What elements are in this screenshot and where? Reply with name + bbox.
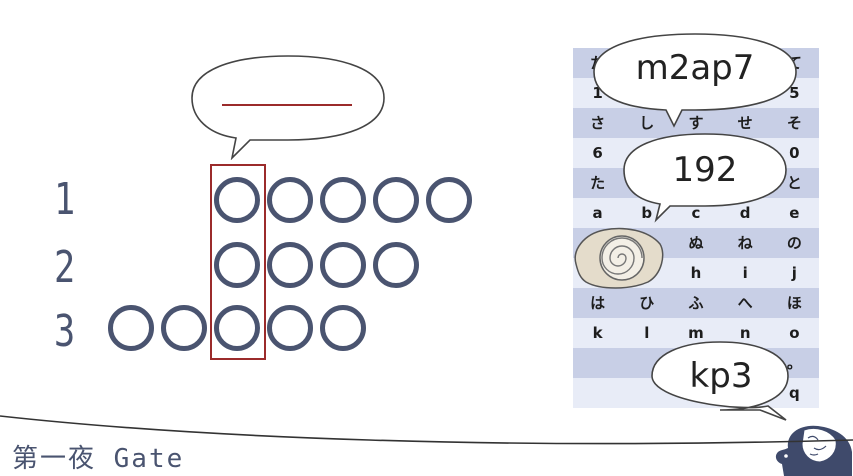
grid-cell: ね — [737, 234, 753, 252]
row-label-2: 2 — [54, 242, 76, 293]
answer-circle-row2-3[interactable] — [320, 242, 366, 288]
grid-cell: k — [592, 324, 603, 342]
grid-cell: l — [644, 324, 650, 342]
grid-cell: の — [786, 234, 802, 252]
grid-cell — [573, 348, 622, 378]
grid-cell: i — [742, 264, 748, 282]
grid-cell: q — [788, 384, 800, 402]
grid-cell: は — [590, 294, 606, 312]
grid-cell: と — [786, 174, 802, 192]
grid-cell: そ — [786, 114, 802, 132]
answer-circle-row1-2[interactable] — [267, 177, 313, 223]
row-label-1: 1 — [54, 174, 76, 225]
hint-bubble-1 — [593, 33, 797, 128]
grid-cell: h — [690, 264, 702, 282]
hint-text-2: 192 — [672, 150, 738, 190]
answer-circle-row3-1[interactable] — [108, 305, 154, 351]
grid-row: はひふへほ — [573, 288, 819, 318]
answer-circle-row1-1[interactable] — [214, 177, 260, 223]
footer-title: 第一夜 Gate — [12, 444, 185, 474]
answer-line[interactable] — [222, 104, 352, 106]
grid-cell: 1 — [592, 84, 603, 102]
grid-cell: d — [739, 204, 751, 222]
grid-cell: e — [789, 204, 800, 222]
grid-cell: a — [592, 204, 603, 222]
grid-cell: ふ — [688, 294, 704, 312]
hint-text-3: kp3 — [689, 356, 753, 396]
highlight-column — [210, 164, 266, 360]
grid-cell: 。 — [786, 354, 802, 372]
grid-cell: 6 — [592, 144, 603, 162]
grid-cell: n — [739, 324, 751, 342]
grid-cell: 5 — [789, 84, 800, 102]
answer-circle-row3-4[interactable] — [267, 305, 313, 351]
answer-circle-row1-3[interactable] — [320, 177, 366, 223]
answer-circle-row2-4[interactable] — [373, 242, 419, 288]
grid-cell: b — [641, 204, 653, 222]
grid-row: さしすせそ — [573, 108, 819, 138]
grid-cell: ひ — [639, 294, 655, 312]
grid-cell: c — [691, 204, 701, 222]
grid-cell: さ — [590, 114, 606, 132]
grid-cell: m — [688, 324, 704, 342]
grid-cell: j — [791, 264, 797, 282]
grid-cell: ぬ — [688, 234, 704, 252]
tapir-mascot-icon — [775, 425, 852, 476]
answer-bubble[interactable] — [188, 52, 388, 160]
answer-circle-row3-2[interactable] — [161, 305, 207, 351]
grid-cell: せ — [737, 114, 753, 132]
footer-curve — [0, 415, 853, 445]
answer-circle-row3-5[interactable] — [320, 305, 366, 351]
grid-cell: た — [590, 174, 606, 192]
ammonite-fossil-icon — [574, 227, 664, 289]
grid-cell: し — [639, 114, 655, 132]
grid-cell: ほ — [786, 294, 802, 312]
answer-circle-row2-1[interactable] — [214, 242, 260, 288]
grid-cell: す — [688, 114, 704, 132]
hint-text-1: m2ap7 — [635, 48, 755, 88]
grid-cell: 0 — [789, 144, 800, 162]
answer-circle-row3-3[interactable] — [214, 305, 260, 351]
grid-cell: へ — [737, 294, 753, 312]
answer-circle-row2-2[interactable] — [267, 242, 313, 288]
row-label-3: 3 — [54, 306, 76, 357]
hint-bubble-3 — [651, 341, 789, 421]
hint-bubble-2 — [623, 133, 787, 223]
answer-circle-row1-4[interactable] — [373, 177, 419, 223]
answer-circle-row1-5[interactable] — [426, 177, 472, 223]
grid-cell: o — [789, 324, 800, 342]
